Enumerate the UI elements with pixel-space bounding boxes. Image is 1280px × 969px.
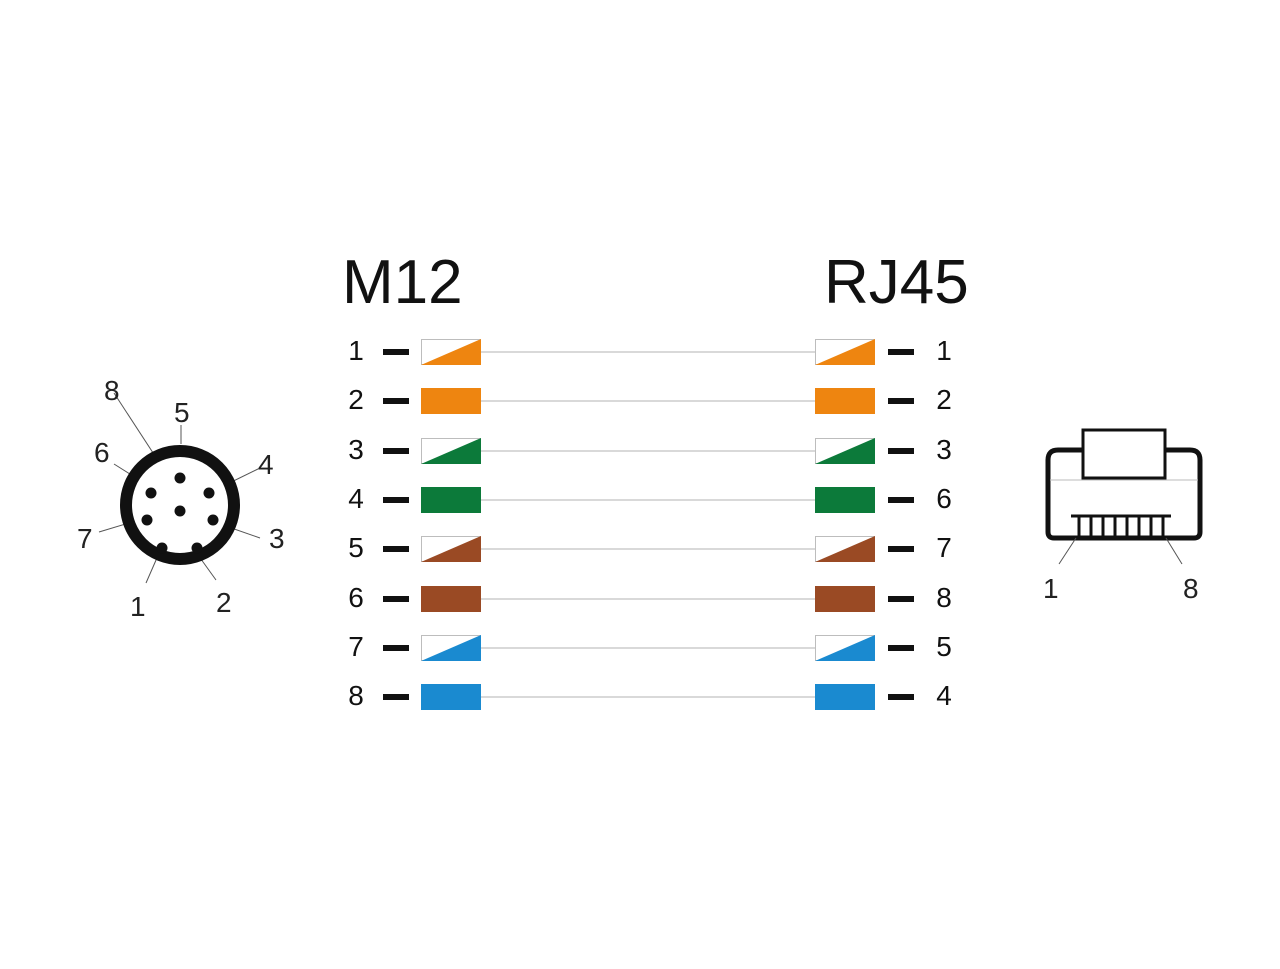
m12-pin-dash <box>383 596 409 602</box>
rj45-pin-dash <box>888 497 914 503</box>
m12-title: M12 <box>342 248 463 317</box>
m12-wire-color-swatch <box>421 487 481 513</box>
wire-line <box>481 400 815 402</box>
m12-pin-number: 1 <box>348 335 364 366</box>
rj45-pin-number: 8 <box>936 582 952 613</box>
m12-pin-label-3: 3 <box>269 523 285 554</box>
rj45-wire-color-swatch <box>815 635 875 661</box>
rj45-pin-number: 5 <box>936 631 952 662</box>
wire-line <box>481 647 815 649</box>
m12-pin-dash <box>383 694 409 700</box>
rj45-title: RJ45 <box>824 248 969 317</box>
m12-pin-label-6: 6 <box>94 437 110 468</box>
rj45-pin-number: 3 <box>936 434 952 465</box>
rj45-wire-color-swatch <box>815 586 875 612</box>
m12-pin-dash <box>383 398 409 404</box>
rj45-wire-color-swatch <box>815 536 875 562</box>
rj45-wire-color-swatch <box>815 684 875 710</box>
rj45-pin-number: 2 <box>936 384 952 415</box>
rj45-connector-icon: 1 8 <box>1043 428 1203 604</box>
m12-wire-color-swatch <box>421 635 481 661</box>
m12-pin-label-7: 7 <box>77 523 93 554</box>
rj45-wire-color-swatch <box>815 487 875 513</box>
wire-line <box>481 351 815 353</box>
wire-line <box>481 696 815 698</box>
rj45-pin-dash <box>888 596 914 602</box>
m12-pin-label-1: 1 <box>130 591 146 622</box>
m12-wire-color-swatch <box>421 388 481 414</box>
m12-wire-color-swatch <box>421 586 481 612</box>
rj45-wire-color-swatch <box>815 339 875 365</box>
rj45-pin-dash <box>888 398 914 404</box>
rj45-pin-label-1: 1 <box>1043 573 1059 604</box>
m12-pin-label-4: 4 <box>258 449 274 480</box>
rj45-wire-color-swatch <box>815 388 875 414</box>
rj45-pin-label-8: 8 <box>1183 573 1199 604</box>
rj45-pin-dash <box>888 694 914 700</box>
m12-pin-dash <box>383 448 409 454</box>
m12-pin-number: 7 <box>348 631 364 662</box>
wire-line <box>481 598 815 600</box>
rj45-pin-number: 7 <box>936 532 952 563</box>
m12-pin-dash <box>383 349 409 355</box>
m12-connector-icon: 8 5 6 4 7 3 1 2 <box>77 375 285 622</box>
m12-wire-color-swatch <box>421 438 481 464</box>
m12-pin-label-8: 8 <box>104 375 120 406</box>
wire-line <box>481 548 815 550</box>
m12-pin-dash <box>383 497 409 503</box>
m12-pin-number: 3 <box>348 434 364 465</box>
rj45-pin-dash <box>888 448 914 454</box>
m12-pin-number: 2 <box>348 384 364 415</box>
rj45-pin-dash <box>888 546 914 552</box>
rj45-pin-dash <box>888 645 914 651</box>
rj45-pin-dash <box>888 349 914 355</box>
m12-wire-color-swatch <box>421 339 481 365</box>
m12-pin-number: 8 <box>348 680 364 711</box>
rj45-pin-number: 4 <box>936 680 952 711</box>
m12-pin-number: 6 <box>348 582 364 613</box>
m12-pin-label-2: 2 <box>216 587 232 618</box>
wire-line <box>481 499 815 501</box>
m12-pin-label-5: 5 <box>174 397 190 428</box>
rj45-pin-number: 6 <box>936 483 952 514</box>
rj45-pin-number: 1 <box>936 335 952 366</box>
m12-wire-color-swatch <box>421 684 481 710</box>
m12-wire-color-swatch <box>421 536 481 562</box>
rj45-wire-color-swatch <box>815 438 875 464</box>
m12-pin-dash <box>383 546 409 552</box>
m12-pin-dash <box>383 645 409 651</box>
m12-pin-number: 4 <box>348 483 364 514</box>
m12-pin-number: 5 <box>348 532 364 563</box>
wire-line <box>481 450 815 452</box>
